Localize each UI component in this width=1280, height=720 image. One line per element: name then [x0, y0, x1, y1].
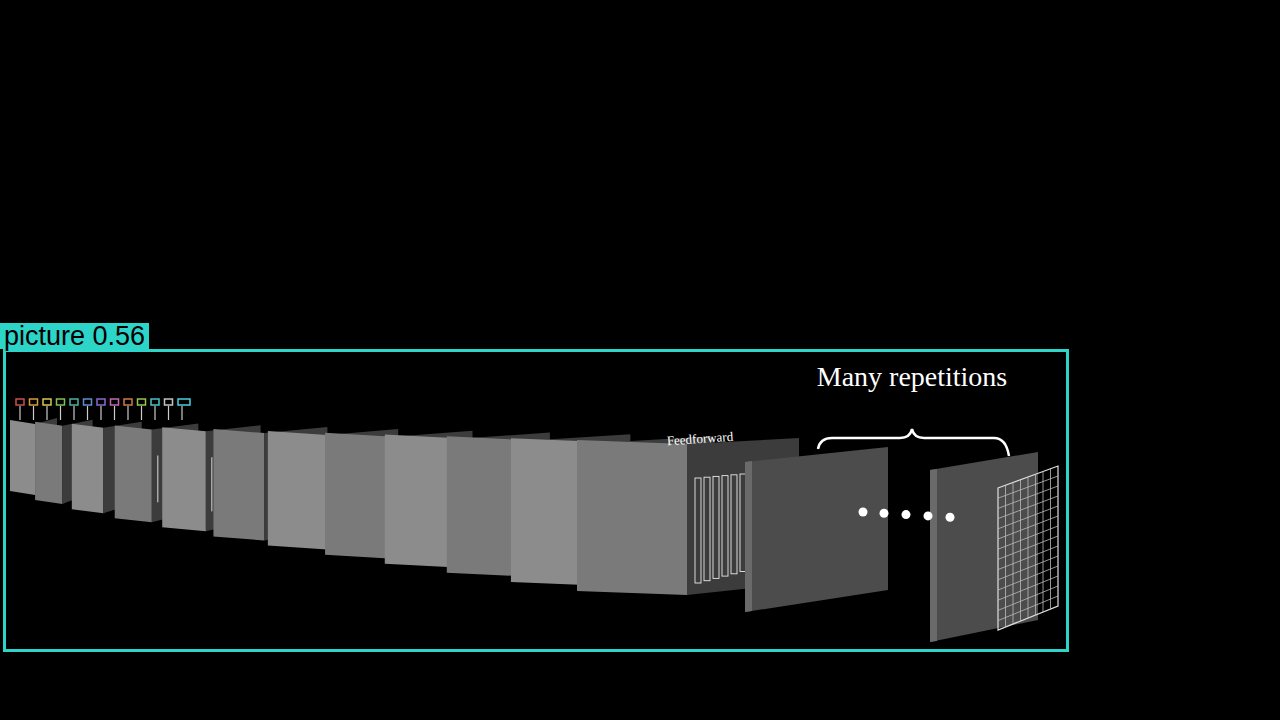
token-marker	[97, 399, 105, 405]
layer-front-face	[72, 424, 104, 514]
token-stick	[127, 406, 128, 420]
token-stick	[87, 406, 88, 420]
token-stick	[19, 406, 20, 420]
token-marker	[111, 399, 119, 405]
token-marker	[84, 399, 92, 405]
ellipsis-dot	[902, 510, 911, 519]
token-marker	[178, 399, 190, 405]
token-marker	[16, 399, 24, 405]
token-marker	[30, 399, 38, 405]
token-stick	[73, 406, 74, 420]
layer-stack	[10, 399, 799, 595]
token-marker	[43, 399, 51, 405]
token-stick	[46, 406, 47, 420]
label-tab: picture 0.56	[0, 323, 149, 349]
ellipsis-dot	[924, 511, 933, 520]
token-stick	[60, 406, 61, 420]
token-marker	[165, 399, 173, 405]
token-marker	[57, 399, 65, 405]
token-marker	[70, 399, 78, 405]
matrix-column	[731, 475, 737, 574]
curly-brace	[818, 429, 1009, 456]
matrix-column	[695, 478, 701, 583]
token-marker	[151, 399, 159, 405]
detection-outline	[3, 349, 1069, 652]
token-stick	[181, 406, 182, 420]
matrix-column	[713, 476, 719, 578]
matrix-bracket	[211, 457, 212, 511]
brace-label: Many repetitions	[812, 357, 1012, 396]
layer-front-face	[213, 429, 264, 540]
token-stick	[168, 406, 169, 420]
repeated-layer-edge	[745, 461, 752, 612]
layer-front-face	[577, 440, 687, 595]
token-stick	[33, 406, 34, 420]
token-marker	[124, 399, 132, 405]
ellipsis-dot	[859, 508, 868, 517]
detection-label: picture 0.56	[4, 323, 145, 349]
output-grid	[998, 466, 1058, 630]
matrix-column	[704, 477, 710, 581]
token-marker	[138, 399, 146, 405]
token-stick	[141, 406, 142, 420]
layer-front-face	[162, 427, 206, 531]
token-stick	[114, 406, 115, 420]
layer-front-face	[325, 433, 393, 559]
final-layer-edge	[930, 469, 937, 642]
final-layer	[930, 452, 1038, 642]
layer-front-face	[35, 422, 62, 504]
layer-front-face	[115, 425, 152, 522]
repeated-layer	[745, 447, 888, 612]
layer-front-face	[10, 420, 35, 495]
ellipsis-dot	[946, 513, 955, 522]
layer-front-face	[268, 431, 327, 550]
matrix-column	[722, 476, 728, 576]
ellipsis-dot	[880, 509, 889, 518]
token-stick	[154, 406, 155, 420]
matrix-bracket	[157, 455, 158, 502]
token-stick	[100, 406, 101, 420]
